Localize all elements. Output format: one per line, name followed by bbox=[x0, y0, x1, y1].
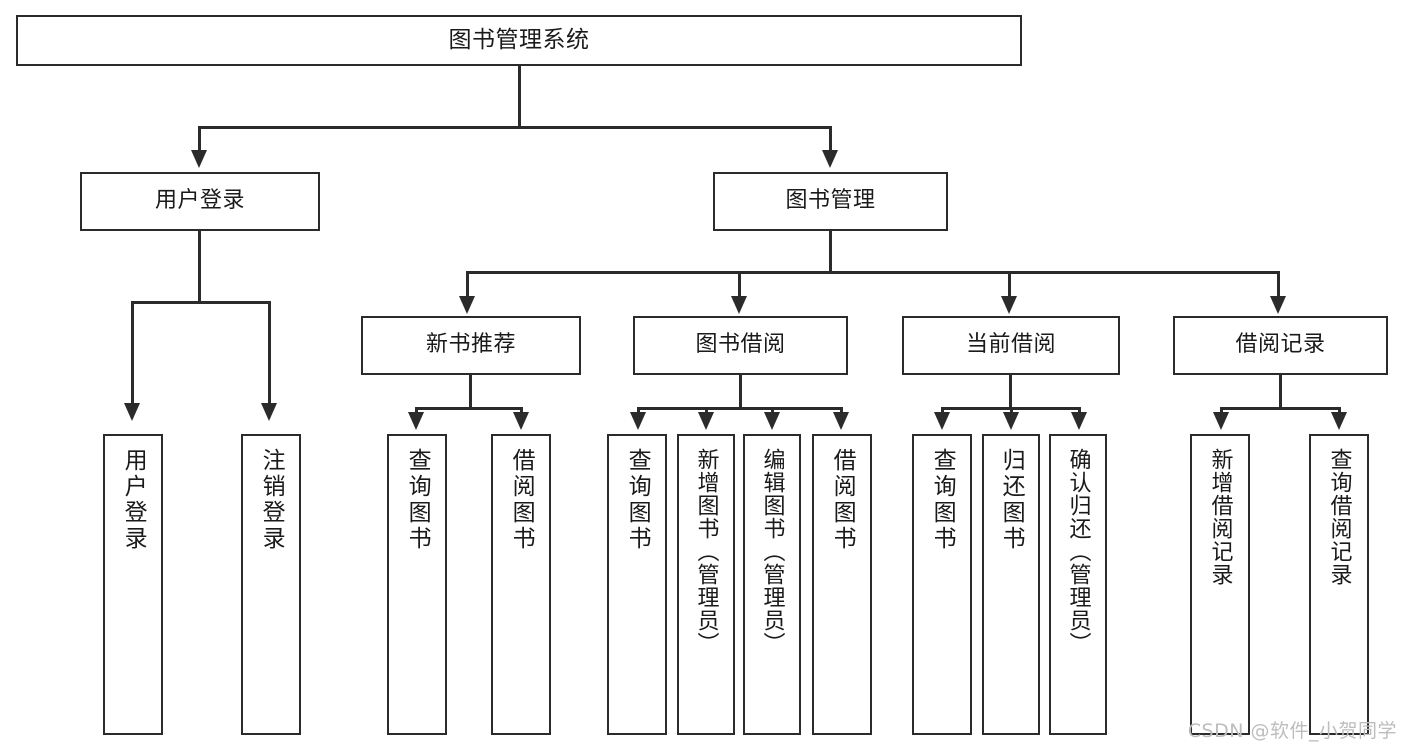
connector-bm-down-3 bbox=[1008, 271, 1011, 299]
connector-cb-stem bbox=[1009, 375, 1012, 409]
arrow-bb-leaf-1 bbox=[630, 412, 646, 430]
node-label: 编辑图书（管理员） bbox=[759, 448, 785, 655]
node-leaf-edit-book-admin[interactable]: 编辑图书（管理员） bbox=[743, 434, 801, 735]
connector-br-down-2 bbox=[1338, 407, 1341, 415]
connector-book-manage-stem bbox=[829, 231, 832, 273]
arrow-bb-leaf-3 bbox=[764, 412, 780, 430]
arrow-bm-to-new-book-rec bbox=[459, 296, 475, 314]
arrow-root-to-book-manage bbox=[822, 150, 838, 168]
node-new-book-recommend[interactable]: 新书推荐 bbox=[361, 316, 581, 375]
connector-user-login-stem bbox=[198, 231, 201, 303]
node-label: 新书推荐 bbox=[425, 332, 516, 358]
arrow-cb-leaf-2 bbox=[1003, 412, 1019, 430]
node-label: 借阅图书 bbox=[508, 448, 535, 552]
connector-nbr-down-2 bbox=[520, 407, 523, 415]
connector-bb-stem bbox=[739, 375, 742, 409]
node-label: 查询图书 bbox=[404, 448, 431, 552]
connector-cb-down-2 bbox=[1010, 407, 1013, 415]
connector-user-login-down-2 bbox=[268, 301, 271, 405]
node-label: 图书管理 bbox=[785, 188, 876, 214]
connector-br-bus bbox=[1220, 407, 1340, 410]
node-leaf-confirm-return-admin[interactable]: 确认归还（管理员） bbox=[1049, 434, 1107, 735]
node-current-borrow[interactable]: 当前借阅 bbox=[902, 316, 1120, 375]
node-leaf-user-logout[interactable]: 注销登录 bbox=[241, 434, 301, 735]
node-leaf-query-borrow-record[interactable]: 查询借阅记录 bbox=[1309, 434, 1369, 735]
node-leaf-add-borrow-record[interactable]: 新增借阅记录 bbox=[1190, 434, 1250, 735]
node-root-system[interactable]: 图书管理系统 bbox=[16, 15, 1022, 66]
connector-user-login-down-1 bbox=[131, 301, 134, 405]
connector-bb-down-1 bbox=[637, 407, 640, 415]
arrow-root-to-user-login bbox=[191, 150, 207, 168]
arrow-br-leaf-1 bbox=[1213, 412, 1229, 430]
arrow-nbr-leaf-2 bbox=[513, 412, 529, 430]
connector-bb-bus bbox=[637, 407, 842, 410]
connector-bm-down-4 bbox=[1277, 271, 1280, 299]
connector-br-stem bbox=[1279, 375, 1282, 409]
node-label: 查询图书 bbox=[929, 448, 956, 552]
node-label: 借阅记录 bbox=[1235, 332, 1326, 358]
node-label: 查询借阅记录 bbox=[1326, 448, 1352, 586]
node-label: 用户登录 bbox=[120, 448, 147, 552]
arrow-nbr-leaf-1 bbox=[408, 412, 424, 430]
arrow-bb-leaf-2 bbox=[698, 412, 714, 430]
arrow-user-login-leaf-1 bbox=[124, 403, 140, 421]
arrow-cb-leaf-3 bbox=[1071, 412, 1087, 430]
node-label: 查询图书 bbox=[624, 448, 651, 552]
node-borrow-record[interactable]: 借阅记录 bbox=[1173, 316, 1388, 375]
node-label: 当前借阅 bbox=[965, 332, 1056, 358]
node-label: 新增借阅记录 bbox=[1207, 448, 1233, 586]
node-label: 借阅图书 bbox=[829, 448, 856, 552]
arrow-cb-leaf-1 bbox=[934, 412, 950, 430]
node-book-borrow[interactable]: 图书借阅 bbox=[633, 316, 848, 375]
node-label: 用户登录 bbox=[154, 188, 245, 214]
arrow-bm-to-book-borrow bbox=[731, 296, 747, 314]
connector-root-stem bbox=[518, 66, 521, 128]
node-leaf-borrow-book[interactable]: 借阅图书 bbox=[812, 434, 872, 735]
connector-bb-down-3 bbox=[771, 407, 774, 415]
node-label: 图书管理系统 bbox=[448, 26, 590, 53]
arrow-br-leaf-2 bbox=[1331, 412, 1347, 430]
connector-br-down-1 bbox=[1220, 407, 1223, 415]
node-book-manage[interactable]: 图书管理 bbox=[713, 172, 948, 231]
node-label: 新增图书（管理员） bbox=[693, 448, 719, 655]
node-leaf-borrow-book-recommend[interactable]: 借阅图书 bbox=[491, 434, 551, 735]
connector-cb-down-1 bbox=[941, 407, 944, 415]
connector-root-to-user-login bbox=[198, 126, 201, 153]
node-leaf-add-book-admin[interactable]: 新增图书（管理员） bbox=[677, 434, 735, 735]
node-user-login[interactable]: 用户登录 bbox=[80, 172, 320, 231]
arrow-user-login-leaf-2 bbox=[261, 403, 277, 421]
arrow-bb-leaf-4 bbox=[833, 412, 849, 430]
connector-bb-down-2 bbox=[705, 407, 708, 415]
connector-root-bus bbox=[198, 126, 832, 129]
watermark-text: CSDN @软件_小贺同学 bbox=[1187, 720, 1397, 742]
node-leaf-user-login[interactable]: 用户登录 bbox=[103, 434, 163, 735]
node-leaf-query-book-current[interactable]: 查询图书 bbox=[912, 434, 972, 735]
node-leaf-query-book-recommend[interactable]: 查询图书 bbox=[387, 434, 447, 735]
connector-user-login-bus bbox=[131, 301, 268, 304]
connector-nbr-bus bbox=[415, 407, 523, 410]
connector-book-manage-bus bbox=[466, 271, 1280, 274]
node-leaf-return-book[interactable]: 归还图书 bbox=[982, 434, 1040, 735]
connector-nbr-down-1 bbox=[415, 407, 418, 415]
node-label: 归还图书 bbox=[998, 448, 1025, 552]
node-label: 确认归还（管理员） bbox=[1065, 448, 1091, 655]
arrow-bm-to-current-borrow bbox=[1001, 296, 1017, 314]
node-label: 图书借阅 bbox=[695, 332, 786, 358]
connector-root-to-book-manage bbox=[829, 126, 832, 153]
arrow-bm-to-borrow-record bbox=[1270, 296, 1286, 314]
connector-bm-down-1 bbox=[466, 271, 469, 299]
connector-bb-down-4 bbox=[840, 407, 843, 415]
connector-cb-down-3 bbox=[1078, 407, 1081, 415]
connector-bm-down-2 bbox=[738, 271, 741, 299]
node-label: 注销登录 bbox=[258, 448, 285, 552]
connector-nbr-stem bbox=[469, 375, 472, 409]
node-leaf-query-book-borrow[interactable]: 查询图书 bbox=[607, 434, 667, 735]
